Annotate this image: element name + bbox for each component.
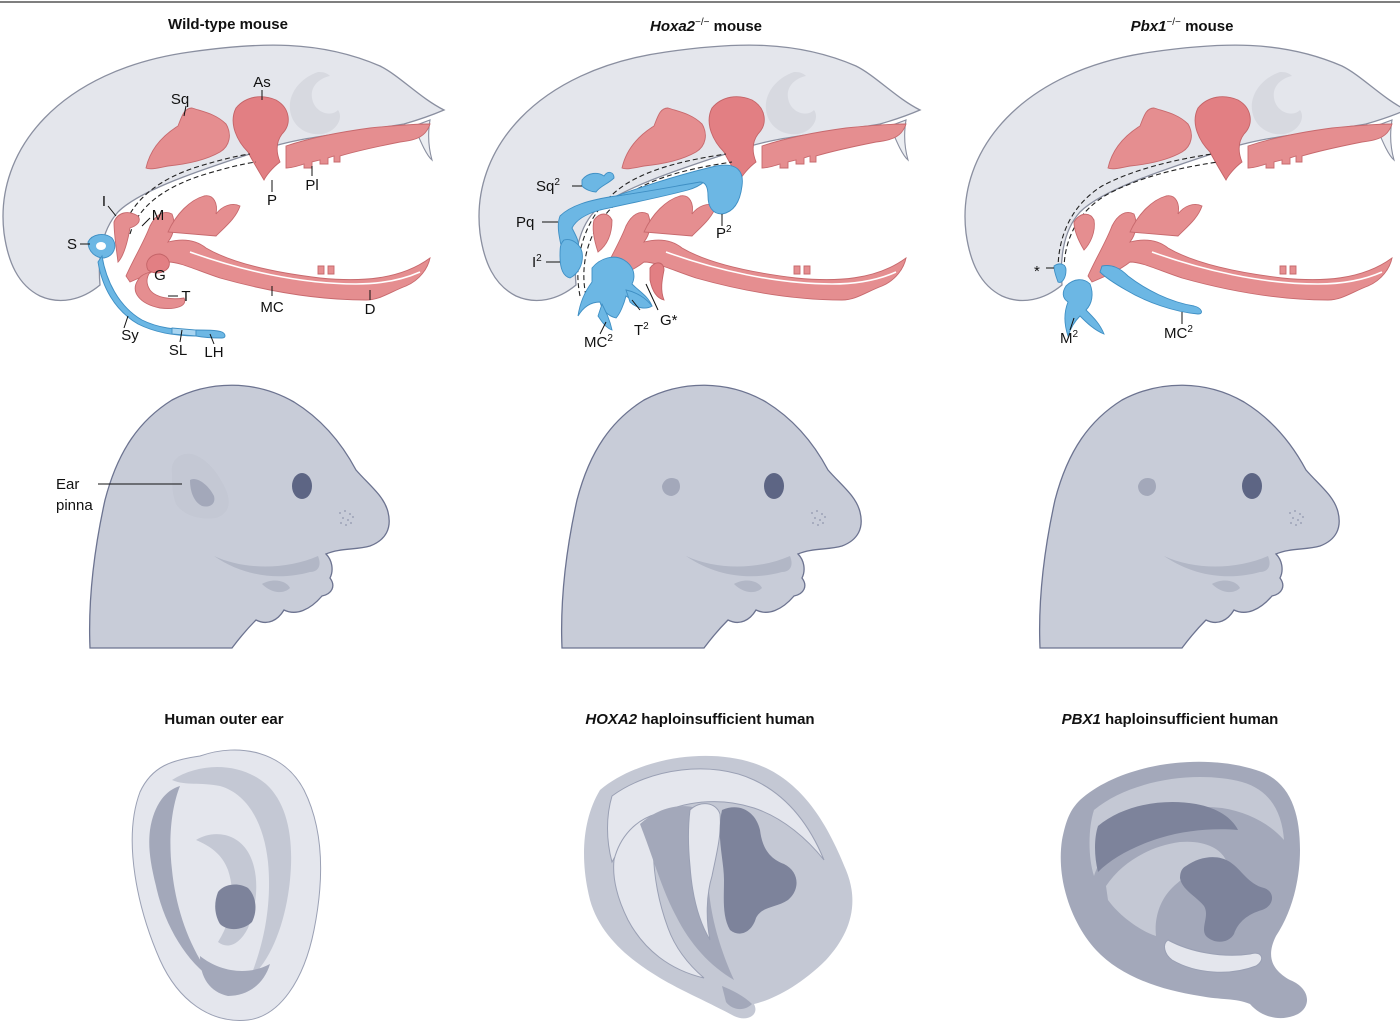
label-p: P [267,192,277,209]
pbx1-human-ear [1061,762,1307,1018]
title-pbx1-sup: −/− [1166,17,1181,28]
coronoid-process [168,196,240,236]
label-t: T [181,288,190,305]
duplicated-meckels [578,257,652,318]
title-pbx1-gene: Pbx1 [1131,18,1167,35]
label-sq: Sq [171,91,189,108]
title-pbx1-rest: mouse [1181,18,1234,35]
normal-human-ear [132,750,320,1020]
pbx1-malleus [1063,280,1104,336]
pbx1-pup [1040,385,1340,648]
label-sy: Sy [121,327,139,344]
label-t2: T2 [634,321,649,339]
label-as: As [253,74,271,91]
title-pbx1-human: PBX1 haploinsufficient human [1062,711,1279,728]
title-wild-type: Wild-type mouse [168,16,288,33]
label-sl: SL [169,342,187,359]
label-m: M [152,207,165,224]
title-pbx1-mouse: Pbx1−/− mouse [1131,17,1234,35]
wild-type-pup: Ear pinna [56,385,389,648]
label-mc2-pbx1: MC2 [1164,324,1193,342]
title-hoxa2-human: HOXA2 haploinsufficient human [585,711,814,728]
dentary-notches [318,266,334,274]
label-pl: Pl [305,177,318,194]
label-mc: MC [260,299,283,316]
title-hoxa2-sup: −/− [695,17,710,28]
wild-type-skull-diagram: Sq As P Pl I M S G T MC D Sy SL LH [3,45,444,361]
stapes-hole [96,242,106,250]
label-mc2-hoxa2: MC2 [584,333,613,351]
title-hoxa2-mouse: Hoxa2−/− mouse [650,17,762,35]
label-pq: Pq [516,214,534,231]
label-m2: M2 [1060,329,1079,347]
pbx1-skull-diagram: * M2 MC2 [965,45,1400,347]
label-ear: Ear [56,476,79,493]
label-star-pbx1: * [1034,263,1040,280]
label-d: D [365,301,376,318]
hoxa2-skull-diagram: Sq2 Pq I2 P2 G* T2 MC2 [479,45,920,351]
label-g-star: G* [660,312,678,329]
hoxa2-human-ear [584,756,852,1018]
incus-bone [114,213,139,262]
duplicated-incus [560,240,582,278]
label-g: G [154,267,166,284]
label-lh: LH [204,344,223,361]
leader-m [142,218,150,226]
label-p2: P2 [716,224,732,242]
title-hoxa2-gene: Hoxa2 [650,18,696,35]
hoxa2-pup [562,385,862,648]
label-pinna: pinna [56,497,93,514]
title-hoxa2-rest: mouse [709,18,762,35]
title-human-outer-ear: Human outer ear [164,711,283,728]
label-i: I [102,193,106,210]
label-s: S [67,236,77,253]
